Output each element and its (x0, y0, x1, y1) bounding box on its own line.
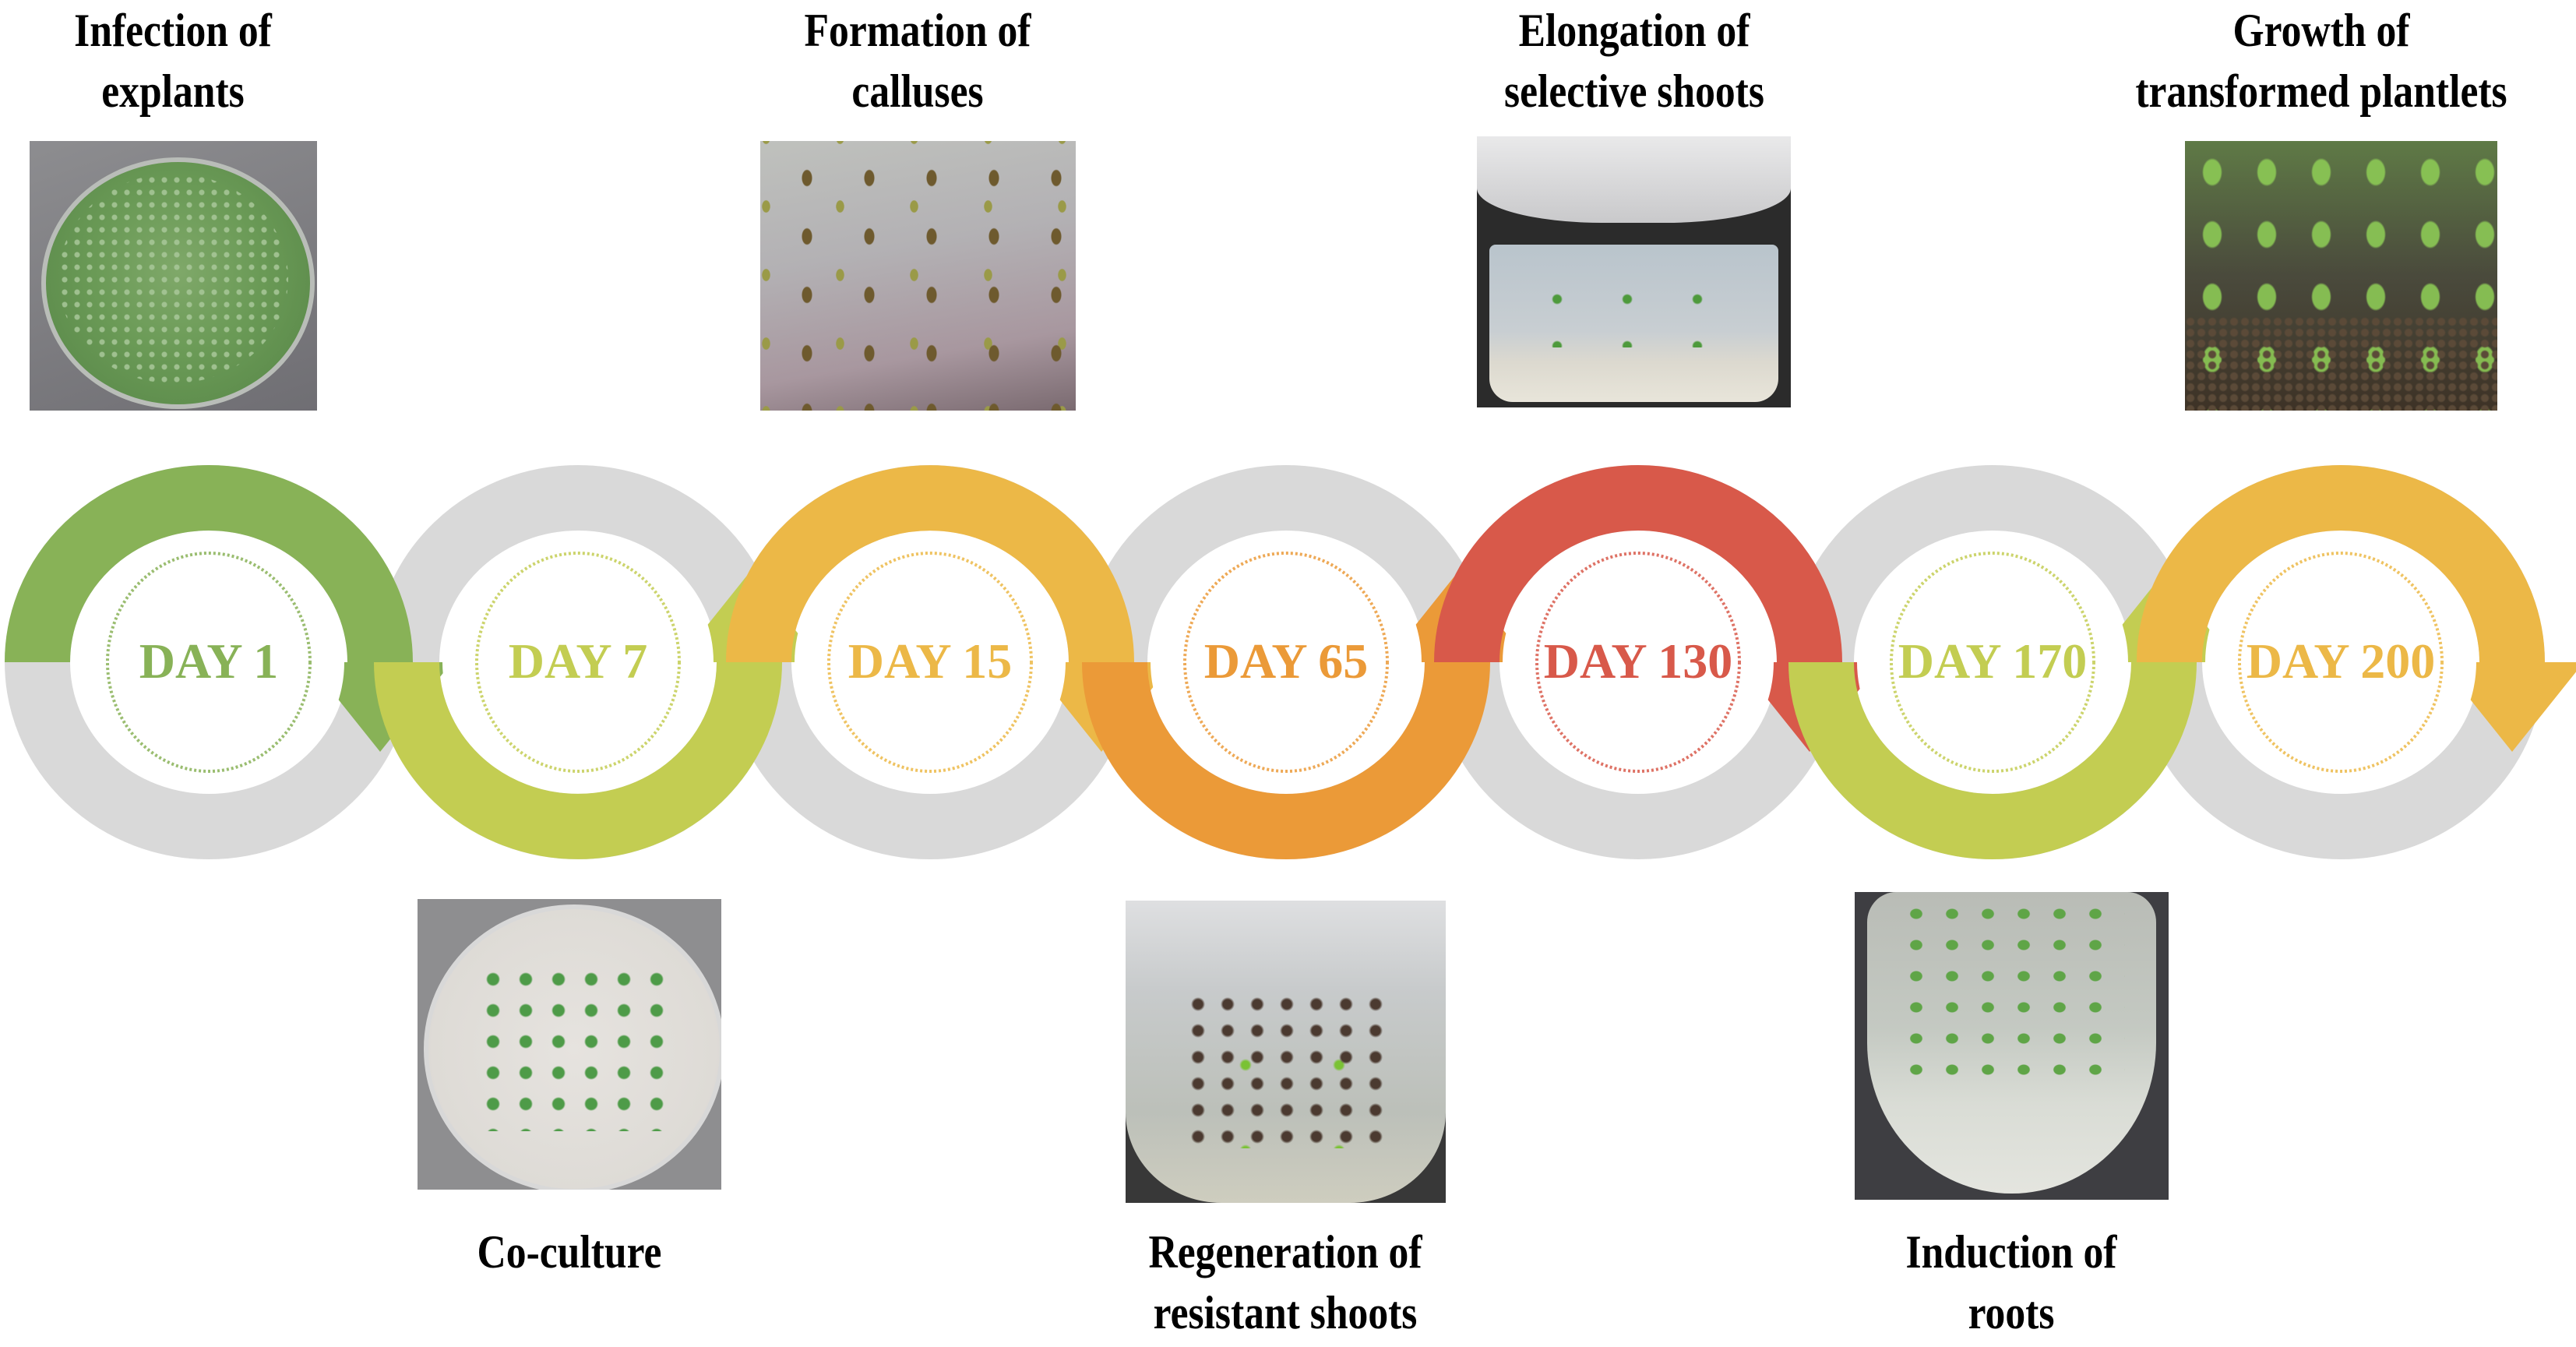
flow-arc-6 (1788, 661, 2197, 859)
day-label-2: DAY 7 (509, 633, 647, 689)
dotted-circle-1 (106, 552, 312, 773)
title-line: Regeneration of (1148, 1226, 1422, 1278)
inner-circle-7 (2205, 531, 2476, 793)
title-line: explants (101, 65, 245, 117)
dotted-circle-2 (475, 552, 681, 773)
photo-regeneration-of-resistant-shoots (1126, 901, 1446, 1203)
arrow-head-7 (2440, 662, 2576, 752)
day-label-4: DAY 65 (1204, 633, 1368, 689)
flow-arc-3 (726, 465, 1134, 663)
photo-elongation-of-selective-shoots (1477, 136, 1791, 407)
flow-arc-1 (5, 465, 413, 663)
inner-circle-6 (1857, 531, 2128, 793)
title-line: transformed plantlets (2135, 65, 2507, 117)
dotted-circle-4 (1183, 552, 1389, 773)
day-label-7: DAY 200 (2247, 633, 2435, 689)
photo-induction-of-roots (1855, 892, 2169, 1200)
title-line: Formation of (804, 5, 1031, 56)
photo-growth-of-transformed-plantlets (2185, 141, 2497, 411)
photo-infection-of-explants (30, 141, 317, 411)
stage-title-elongation: Elongation of selective shoots (1447, 0, 1822, 122)
title-line: selective shoots (1504, 65, 1764, 117)
title-line: resistant shoots (1153, 1287, 1418, 1338)
title-line: Co-culture (477, 1226, 662, 1278)
dotted-circle-7 (2238, 552, 2444, 773)
dotted-circle-3 (827, 552, 1033, 773)
inner-circle-5 (1503, 531, 1774, 793)
photo-co-culture (418, 899, 721, 1190)
title-line: Infection of (74, 5, 272, 56)
title-line: Elongation of (1518, 5, 1750, 56)
flow-arc-7 (2137, 465, 2545, 663)
stage-title-induction: Induction of roots (1844, 1222, 2179, 1343)
photo-formation-of-calluses (760, 141, 1076, 411)
stage-title-coculture: Co-culture (435, 1222, 703, 1282)
inner-circle-1 (73, 531, 344, 793)
inner-circle-3 (795, 531, 1066, 793)
flow-arc-4 (1082, 661, 1490, 859)
dotted-circle-5 (1535, 552, 1741, 773)
title-line: Induction of (1905, 1226, 2117, 1278)
stage-title-regeneration: Regeneration of resistant shoots (1084, 1222, 1486, 1343)
day-label-6: DAY 170 (1898, 633, 2087, 689)
day-label-5: DAY 130 (1544, 633, 1732, 689)
inner-circle-2 (442, 531, 714, 793)
day-label-3: DAY 15 (848, 633, 1012, 689)
title-line: calluses (851, 65, 984, 117)
stage-title-infection: Infection of explants (39, 0, 307, 122)
title-line: Growth of (2232, 5, 2410, 56)
day-label-1: DAY 1 (139, 633, 278, 689)
dotted-circle-6 (1890, 552, 2095, 773)
title-line: roots (1968, 1287, 2055, 1338)
stage-title-growth: Growth of transformed plantlets (2094, 0, 2550, 122)
inner-circle-4 (1151, 531, 1422, 793)
flow-arc-5 (1434, 465, 1842, 663)
flow-arc-2 (374, 661, 782, 859)
stage-title-calluses: Formation of calluses (750, 0, 1085, 122)
